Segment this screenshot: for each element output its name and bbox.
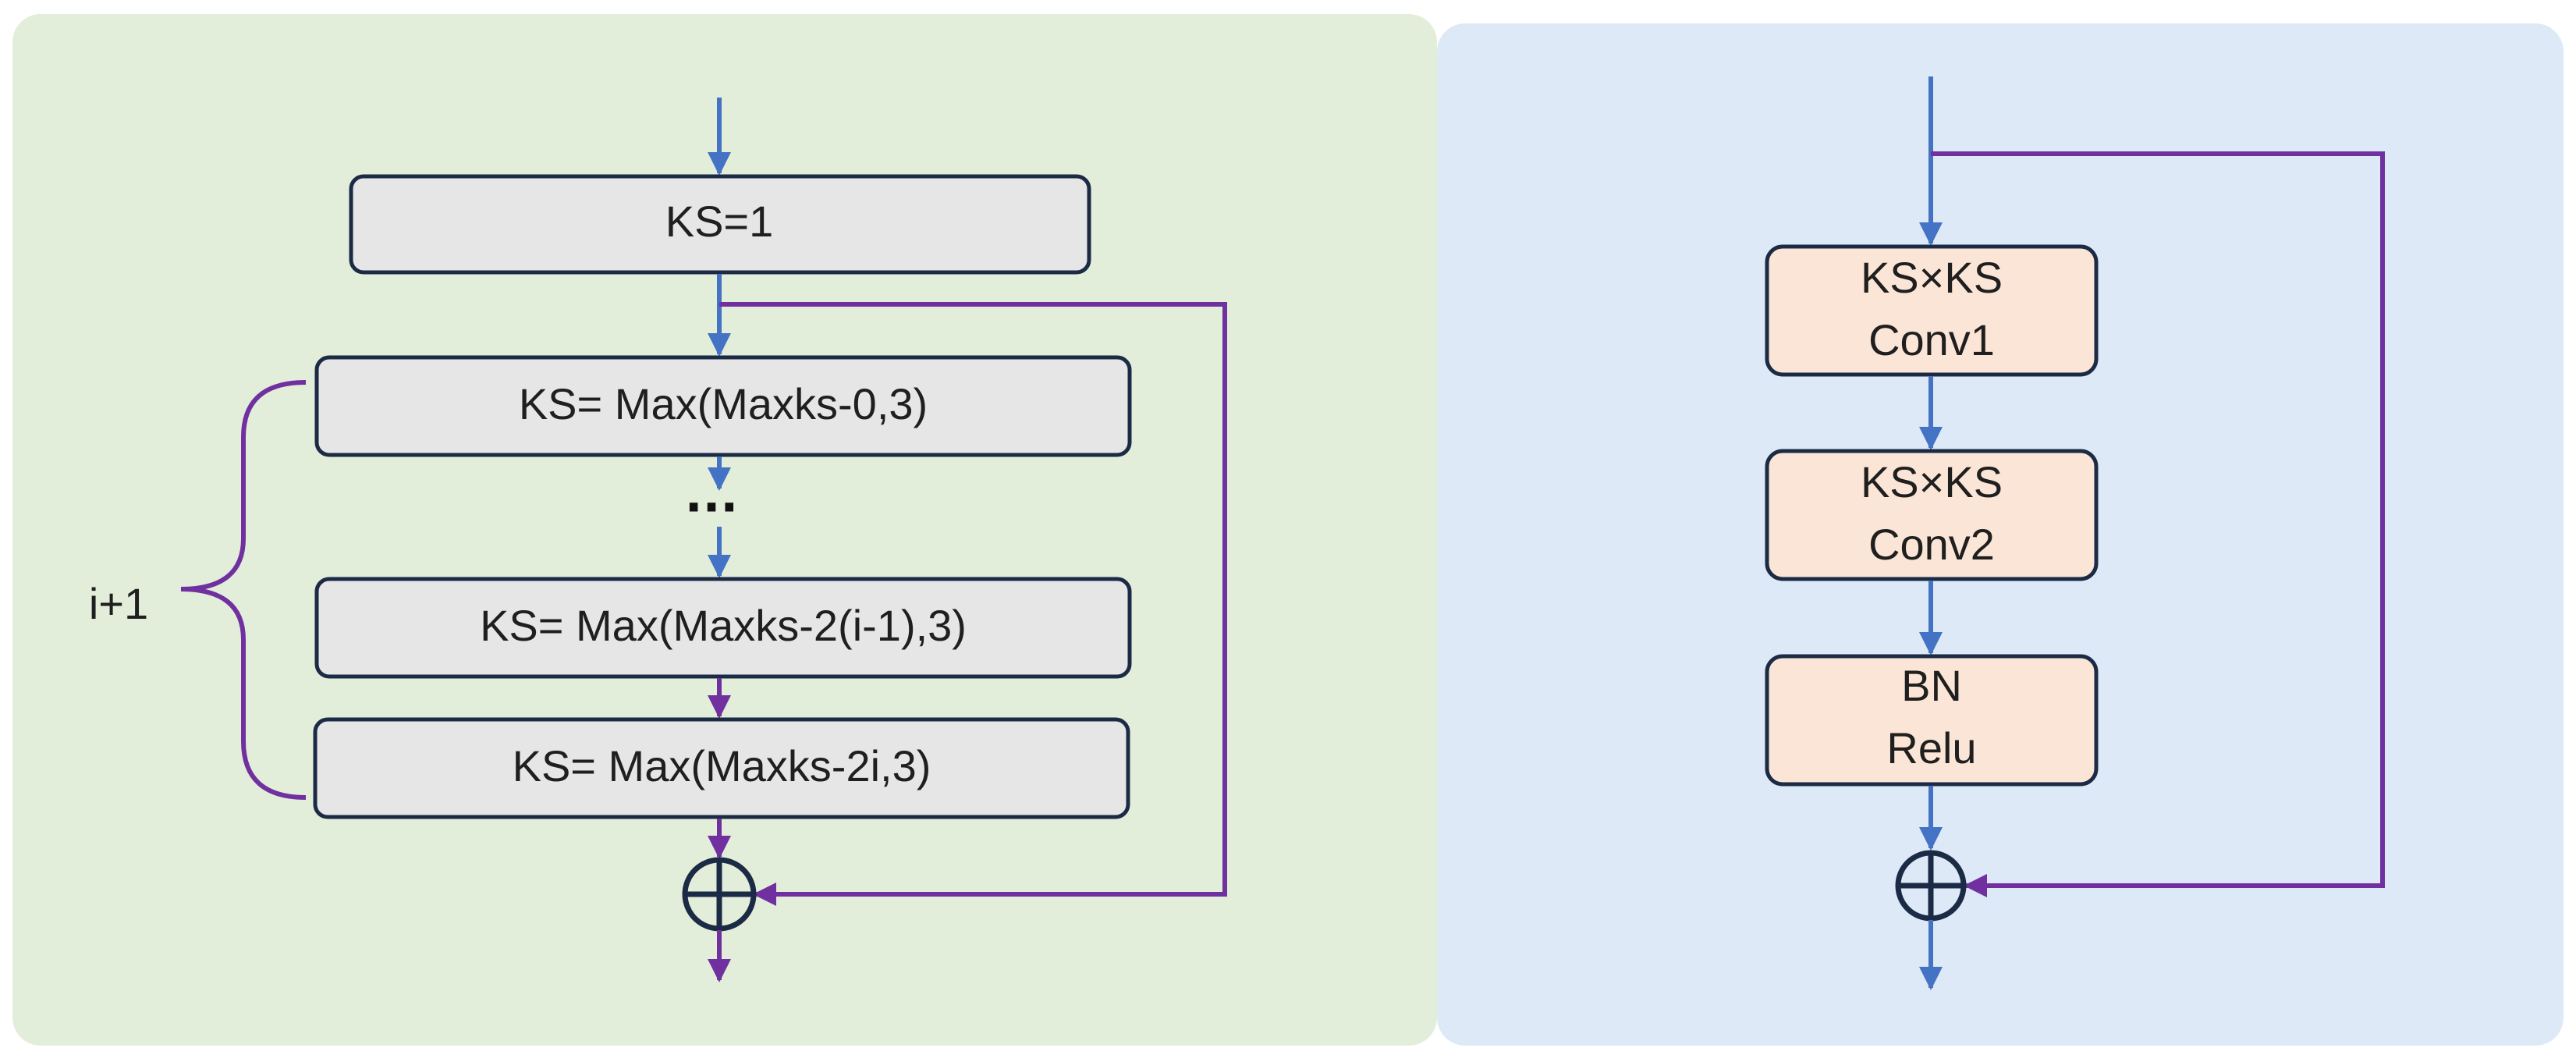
conv1-box: KS×KS Conv1 bbox=[1765, 244, 2099, 377]
conv2-line2: Conv2 bbox=[1868, 520, 1995, 569]
max-box-0-label: KS= Max(Maxks-0,3) bbox=[519, 379, 928, 428]
bn-line2: Relu bbox=[1886, 723, 1976, 773]
max-box-i-minus-1-label: KS= Max(Maxks-2(i-1),3) bbox=[480, 601, 967, 650]
ellipsis: ··· bbox=[685, 481, 738, 535]
skip-connection-right bbox=[1931, 151, 2385, 897]
max-box-i-minus-1: KS= Max(Maxks-2(i-1),3) bbox=[314, 577, 1132, 679]
bn-line1: BN bbox=[1901, 661, 1962, 710]
conv2-box: KS×KS Conv2 bbox=[1765, 449, 2099, 581]
skip-connection-left bbox=[719, 302, 1227, 906]
max-box-0: KS= Max(Maxks-0,3) bbox=[314, 355, 1132, 457]
repeat-label: i+1 bbox=[89, 579, 148, 628]
sum-node-right bbox=[1895, 850, 1967, 922]
repeat-brace bbox=[180, 380, 307, 800]
max-box-i-label: KS= Max(Maxks-2i,3) bbox=[513, 741, 931, 790]
ks1-box: KS=1 bbox=[349, 174, 1091, 275]
conv1-line2: Conv1 bbox=[1868, 315, 1995, 364]
max-box-i: KS= Max(Maxks-2i,3) bbox=[313, 717, 1130, 819]
sum-node-left bbox=[682, 857, 757, 932]
conv1-line1: KS×KS bbox=[1861, 253, 2003, 302]
ks1-box-label: KS=1 bbox=[665, 197, 774, 246]
bn-relu-box: BN Relu bbox=[1765, 654, 2099, 787]
conv2-line1: KS×KS bbox=[1861, 457, 2003, 506]
